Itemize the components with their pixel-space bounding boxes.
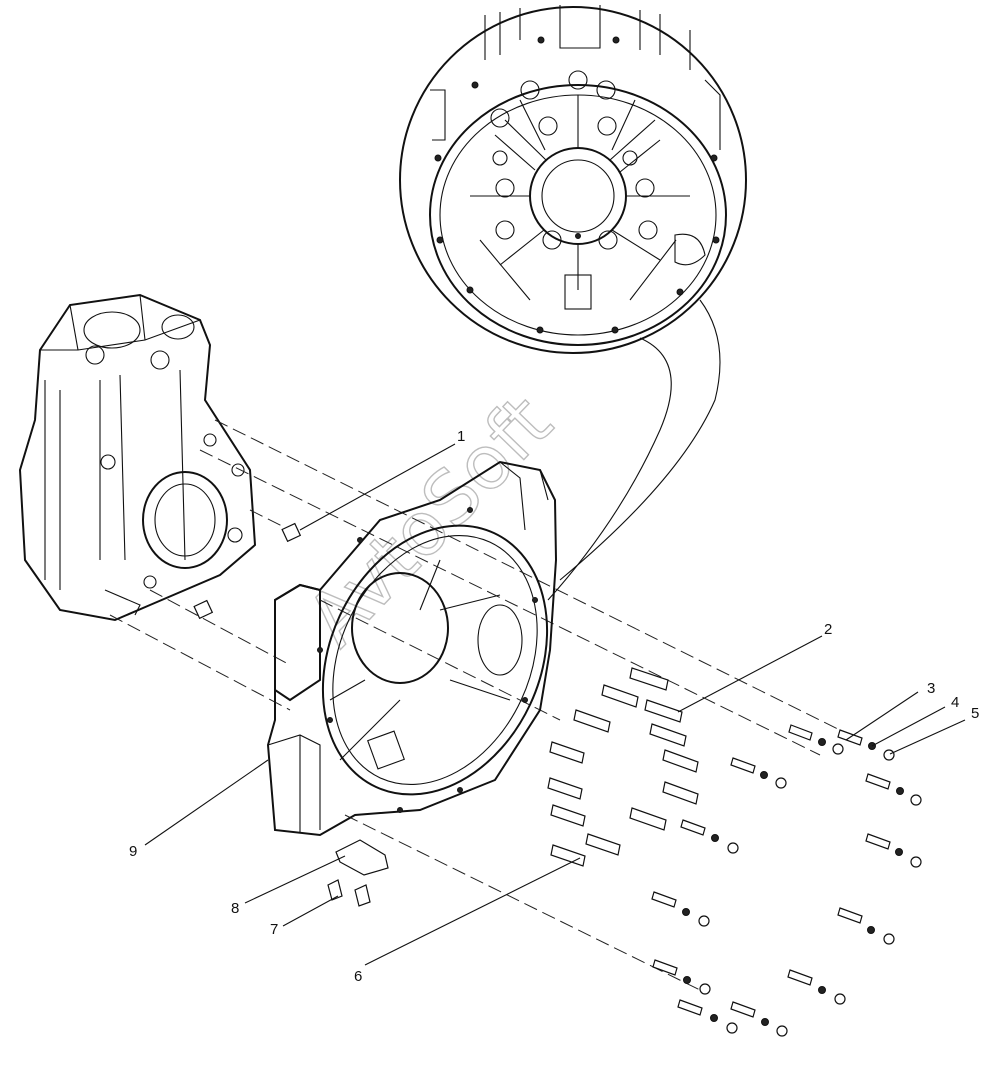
- detail-bolt-bosses: [490, 70, 658, 250]
- callout-1: 1: [457, 428, 465, 445]
- detail-view-circle: [399, 5, 747, 354]
- dowel-pins: [193, 522, 302, 620]
- studs-washers-nuts: [651, 724, 922, 1037]
- callout-6: 6: [354, 968, 362, 985]
- callout-4: 4: [951, 694, 959, 711]
- callout-5: 5: [971, 705, 979, 722]
- stud-set: [837, 729, 895, 761]
- watermark: AvtoSoft: [290, 379, 569, 663]
- callout-8: 8: [231, 900, 239, 917]
- flywheel-housing: [266, 460, 558, 837]
- stud-set: [652, 959, 711, 995]
- stud-set: [677, 999, 738, 1034]
- stud-set: [788, 724, 844, 755]
- stud-set: [730, 1001, 788, 1037]
- detail-perimeter-holes: [434, 36, 720, 334]
- callout-7: 7: [270, 921, 278, 938]
- stud-set: [651, 891, 710, 927]
- cover-screws: [327, 879, 371, 907]
- detail-leader-line: [547, 337, 672, 601]
- stud-set: [787, 969, 846, 1005]
- stud-set: [837, 907, 895, 945]
- long-bolts: [547, 667, 699, 867]
- stud-set: [730, 757, 787, 789]
- housing-perimeter-holes: [317, 507, 538, 813]
- stud-set: [865, 833, 922, 868]
- callout-9: 9: [129, 843, 137, 860]
- cover-plate: [335, 839, 389, 876]
- detail-leader-line: [559, 299, 721, 581]
- stud-set: [865, 773, 922, 806]
- stud-set: [680, 819, 739, 854]
- svg-text:AvtoSoft: AvtoSoft: [291, 379, 568, 662]
- callout-leaders: [144, 443, 966, 966]
- callout-3: 3: [927, 680, 935, 697]
- callout-2: 2: [824, 621, 832, 638]
- engine-block: [18, 293, 257, 622]
